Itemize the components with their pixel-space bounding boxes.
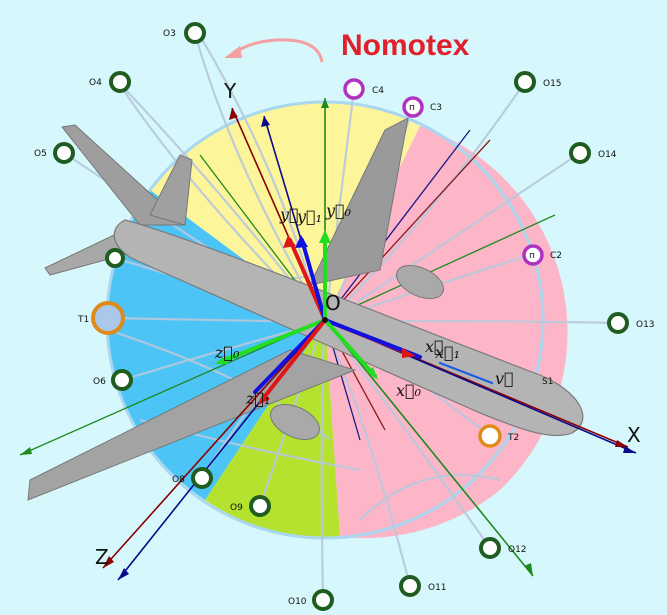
aircraft-engine-right <box>396 264 444 300</box>
vec-z0-label: z⃗₀ <box>214 343 240 362</box>
label-o3: O3 <box>163 29 176 39</box>
node-c2[interactable] <box>522 244 544 266</box>
vec-y0-head <box>319 230 331 243</box>
axis-labels: Y X Z O <box>95 79 641 569</box>
rotation-arrow-head <box>224 46 242 58</box>
rotation-arc <box>235 38 324 63</box>
aircraft-wing-right <box>309 117 409 286</box>
node-o6[interactable] <box>111 369 133 391</box>
axis-arrowheads <box>20 98 636 580</box>
vec-z1-label: z⃗₁ <box>245 389 270 408</box>
vec-x0-line <box>323 318 377 378</box>
vec-y1-head <box>295 235 308 248</box>
aircraft-tail-fin <box>149 154 193 226</box>
aircraft-engine-left <box>270 404 320 440</box>
vec-v-line <box>438 361 494 385</box>
axis-x0-arrow <box>524 563 533 576</box>
body-vector-heads <box>215 230 416 405</box>
node-o5[interactable] <box>53 142 75 164</box>
axis-y-label: Y <box>223 79 237 103</box>
node-o10[interactable] <box>312 589 334 611</box>
vec-v-label: v⃗ <box>495 369 514 388</box>
node-o11[interactable] <box>399 575 421 597</box>
axis-z-arrow <box>103 556 114 568</box>
node-o15[interactable] <box>514 71 536 93</box>
node-c3[interactable] <box>402 96 424 118</box>
label-s1: S1 <box>542 377 553 387</box>
label-c4: C4 <box>372 86 384 96</box>
label-o13: O13 <box>636 320 655 330</box>
label-o6: O6 <box>93 377 106 387</box>
node-c4[interactable] <box>343 78 365 100</box>
node-o4[interactable] <box>109 71 131 93</box>
axis-x-label: X <box>627 423 641 447</box>
axis-y-alt-arrow <box>261 116 270 127</box>
c3-glyph: п <box>409 103 415 113</box>
axis-y-arrow <box>229 108 238 120</box>
vec-x1-label: x⃗₁ <box>435 343 460 362</box>
axis-z-alt-arrow <box>118 568 129 580</box>
axis-x-alt-arrow <box>623 446 636 453</box>
vec-z-line <box>260 318 327 402</box>
node-labels: O3 O4 O5 O6 O8 O9 O10 O11 O12 O13 O14 O1… <box>34 29 655 607</box>
vec-z0-line <box>218 318 327 364</box>
c2-glyph: п <box>529 251 535 261</box>
vec-y-label: y⃗ <box>279 205 299 224</box>
vec-x-head <box>402 348 416 358</box>
label-t1: T1 <box>77 315 89 325</box>
label-o4: O4 <box>89 78 102 88</box>
label-o12: O12 <box>508 545 527 555</box>
node-o14[interactable] <box>569 142 591 164</box>
label-c2: C2 <box>550 251 562 261</box>
label-t2: T2 <box>507 433 519 443</box>
extra-arrow-left <box>20 447 32 455</box>
node-o3[interactable] <box>184 22 206 44</box>
axis-x-arrow <box>615 440 628 447</box>
label-o9: O9 <box>230 503 243 513</box>
vec-y-head <box>283 235 296 248</box>
node-partial <box>105 248 125 268</box>
node-o12[interactable] <box>479 537 501 559</box>
vec-x0-head <box>367 367 378 380</box>
vec-z-head <box>258 393 270 405</box>
axis-z-label: Z <box>95 545 109 569</box>
label-o15: O15 <box>543 79 562 89</box>
c-node-glyphs: п п <box>409 103 535 261</box>
axis-z-line <box>102 319 326 569</box>
node-o9[interactable] <box>249 495 271 517</box>
vec-y0-label: y⃗₀ <box>325 201 352 220</box>
sector-yellow-left <box>150 102 325 320</box>
label-o8: O8 <box>172 475 185 485</box>
vec-y1-label: y⃗₁ <box>296 207 322 226</box>
node-t1[interactable] <box>91 301 125 335</box>
vec-z0-head <box>215 355 228 364</box>
origin-label: O <box>325 291 341 315</box>
node-o13[interactable] <box>607 312 629 334</box>
vec-x-label: x⃗ <box>425 337 444 356</box>
axis-y0-arrow <box>321 98 329 108</box>
node-t2[interactable] <box>478 424 502 448</box>
origin-point <box>322 317 328 323</box>
rotation-arrow <box>224 38 324 63</box>
aircraft-stabilizer-up <box>61 124 187 226</box>
node-o8[interactable] <box>191 467 213 489</box>
label-c3: C3 <box>430 103 442 113</box>
label-o10: O10 <box>288 597 307 607</box>
label-o14: O14 <box>598 150 617 160</box>
vec-x0-label: x⃗₀ <box>396 381 422 400</box>
label-o11: O11 <box>428 583 447 593</box>
nodes <box>53 22 629 611</box>
axis-x0-line <box>324 319 534 577</box>
label-o5: O5 <box>34 149 47 159</box>
brand-logo: Nomotex <box>341 29 470 62</box>
vector-labels: y⃗ y⃗₁ y⃗₀ x⃗ x⃗₁ x⃗₀ z⃗₀ z⃗₁ v⃗ <box>214 201 514 408</box>
vec-y1-line <box>300 238 327 322</box>
